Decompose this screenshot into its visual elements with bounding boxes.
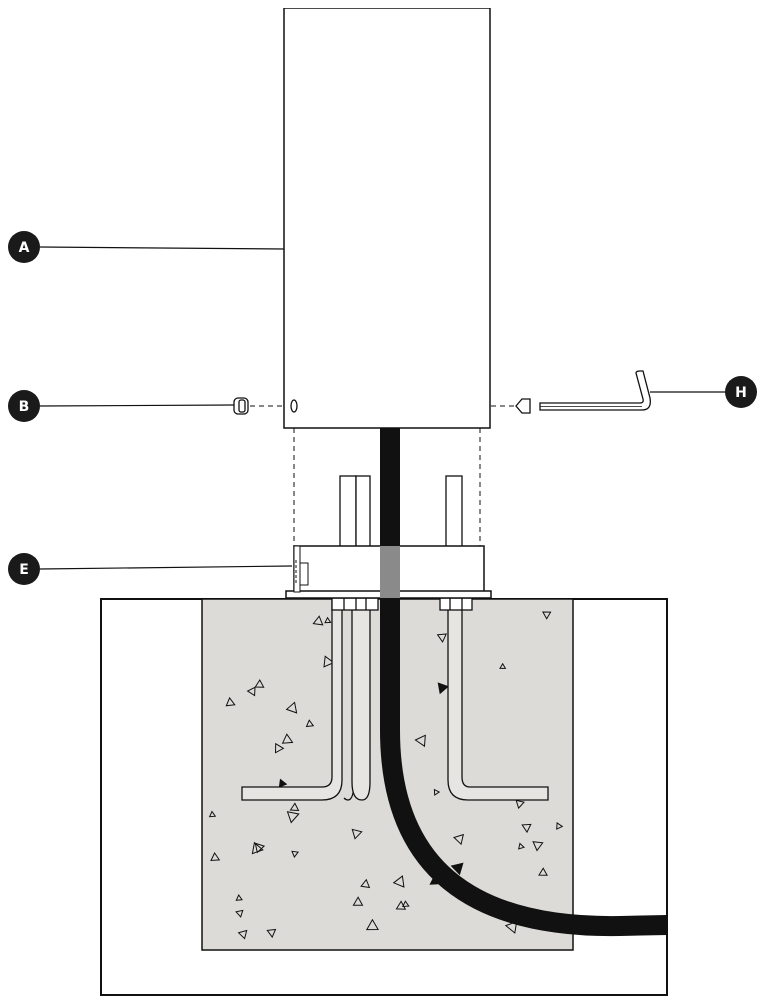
aggregate-speck	[499, 662, 507, 669]
pole	[283, 7, 491, 429]
aggregate-speck	[360, 878, 371, 889]
conduit-through-base	[380, 546, 400, 598]
aggregate-speck	[323, 655, 335, 668]
aggregate-speck	[518, 842, 525, 850]
aggregate-speck	[401, 900, 410, 908]
aggregate-speck	[365, 918, 379, 931]
aggregate-speck	[532, 841, 544, 852]
aggregate-speck	[210, 852, 221, 862]
aggregate-speck	[286, 811, 300, 824]
aggregate-speck	[281, 733, 294, 744]
aggregate-speck	[225, 696, 236, 707]
aggregate-speck	[305, 719, 315, 728]
aggregate-speck	[521, 823, 532, 834]
aggregate-speck	[235, 893, 243, 901]
aggregate-speck	[542, 611, 552, 620]
hex-key	[539, 370, 651, 411]
aggregate-speck	[274, 742, 285, 754]
aggregate-speck	[515, 799, 525, 810]
callout-h: H	[725, 376, 757, 408]
set-screw-h	[515, 398, 531, 414]
aggregate-speck	[504, 920, 518, 934]
aggregate-speck	[453, 833, 464, 846]
aggregate-speck	[414, 734, 426, 748]
set-screw-hole	[290, 399, 298, 413]
set-screw-b	[233, 397, 249, 415]
aggregate-speck	[291, 850, 300, 858]
anchor-bolt-left	[241, 599, 371, 801]
aggregate-speck	[352, 896, 364, 906]
aggregate-speck	[208, 810, 217, 818]
callout-b: B	[8, 390, 40, 422]
aggregate-speck	[254, 679, 265, 688]
aggregate-speck	[289, 802, 300, 812]
bolt-threads	[339, 475, 463, 549]
aggregate-speck	[450, 862, 464, 876]
callout-e-label: E	[19, 562, 29, 578]
aggregate-speck	[392, 875, 405, 888]
aggregate-speck	[235, 909, 244, 918]
aggregate-speck	[312, 615, 324, 626]
aggregate-speck	[278, 778, 288, 788]
aggregate-speck	[538, 867, 548, 876]
aggregate-speck	[246, 686, 256, 697]
callout-h-label: H	[735, 385, 747, 401]
anchor-bolt-right	[447, 599, 549, 801]
aggregate-speck	[324, 616, 332, 624]
conduit-cable	[380, 428, 668, 937]
callout-e: E	[8, 553, 40, 585]
aggregate-speck	[266, 928, 277, 939]
aggregate-speck	[436, 633, 448, 643]
aggregate-speck	[285, 701, 298, 714]
aggregate-speck	[351, 828, 363, 840]
aggregate-speck	[237, 929, 248, 940]
aggregate-speck	[433, 788, 441, 796]
callout-a: A	[8, 231, 40, 263]
aggregate-speck	[556, 821, 564, 830]
alignment-guides	[250, 405, 516, 546]
aggregate-speck	[254, 842, 266, 854]
callout-a-label: A	[19, 240, 30, 256]
aggregate-speck	[437, 682, 449, 695]
callout-b-label: B	[19, 399, 30, 415]
leader-lines	[39, 246, 728, 570]
